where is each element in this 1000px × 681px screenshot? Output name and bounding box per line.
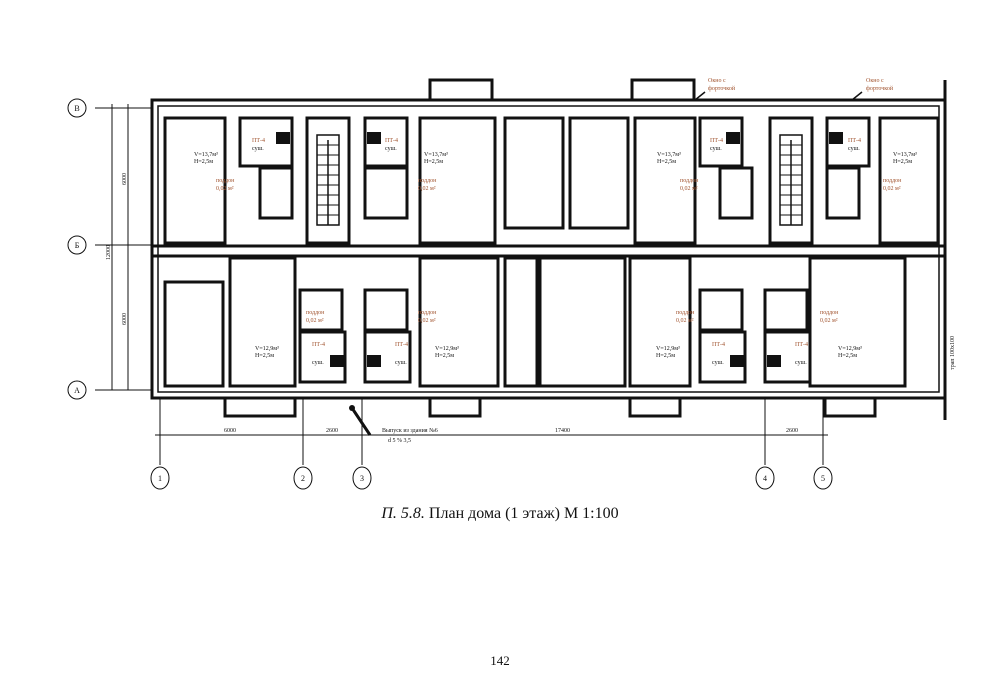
svg-text:6000: 6000 xyxy=(224,428,236,434)
figure-caption: П. 5.8. План дома (1 этаж) М 1:100 xyxy=(0,505,1000,523)
window-note: Окно с xyxy=(866,78,884,84)
height-label: H=2,5м xyxy=(255,353,274,359)
axis-col-marker: 3 xyxy=(360,474,364,483)
tray-area-label: 0,02 м² xyxy=(216,186,234,192)
tray-area-label: 0,02 м² xyxy=(418,318,436,324)
axis-row-marker: А xyxy=(74,386,80,395)
rooms xyxy=(163,116,940,388)
heater-sub-label: суш. xyxy=(312,360,324,366)
stairs xyxy=(316,134,803,226)
heater-label: ПТ-4 xyxy=(795,342,808,348)
tray-label: поддон xyxy=(418,178,437,184)
heater-label: ПТ-4 xyxy=(312,342,325,348)
outer-walls xyxy=(150,78,947,420)
axis-col-marker: 4 xyxy=(763,474,767,483)
axis-markers: В Б А 1 2 3 4 5 xyxy=(67,98,833,490)
tray-label: поддон xyxy=(676,310,695,316)
height-label: H=2,5м xyxy=(656,353,675,359)
height-label: H=2,5м xyxy=(657,159,676,165)
heater-label: ПТ-4 xyxy=(848,138,861,144)
outlet-note: Выпуск из здания №6 xyxy=(382,428,438,434)
heater-sub-label: суш. xyxy=(252,146,264,152)
window-note: форточкой xyxy=(866,85,894,92)
heater-label: ПТ-4 xyxy=(712,342,725,348)
tray-label: поддон xyxy=(883,178,902,184)
tray-area-label: 0,02 м² xyxy=(820,318,838,324)
tray-label: поддон xyxy=(820,310,839,316)
heater-label: ПТ-4 xyxy=(385,138,398,144)
right-note: трап 100х100 xyxy=(950,336,956,370)
svg-text:2600: 2600 xyxy=(786,428,798,434)
axis-col-marker: 2 xyxy=(301,474,305,483)
axis-col-marker: 1 xyxy=(158,474,162,483)
height-label: H=2,5м xyxy=(424,159,443,165)
volume-label: V=13,7м³ xyxy=(657,152,681,158)
tray-label: поддон xyxy=(306,310,325,316)
outlet-icon xyxy=(349,405,355,411)
axis-col-marker: 5 xyxy=(821,474,825,483)
heater-sub-label: суш. xyxy=(795,360,807,366)
axis-row-marker: В xyxy=(74,104,79,113)
tray-area-label: 0,02 м² xyxy=(306,318,324,324)
window-note: Окно с xyxy=(708,78,726,84)
volume-label: V=13,7м³ xyxy=(194,152,218,158)
tray-area-label: 0,02 м² xyxy=(680,186,698,192)
heater-label: ПТ-4 xyxy=(395,342,408,348)
volume-label: V=12,9м³ xyxy=(656,346,680,352)
svg-text:6000: 6000 xyxy=(122,173,128,185)
heater-sub-label: суш. xyxy=(712,360,724,366)
outlet-note: d 5 % 3,5 xyxy=(388,438,411,444)
room-annotations: V=13,7м³ H=2,5м ПТ-4 суш. поддон 0,02 м²… xyxy=(194,78,956,444)
height-label: H=2,5м xyxy=(893,159,912,165)
volume-label: V=13,7м³ xyxy=(424,152,448,158)
heater-sub-label: суш. xyxy=(385,146,397,152)
heater-sub-label: суш. xyxy=(848,146,860,152)
heater-label: ПТ-4 xyxy=(252,138,265,144)
volume-label: V=12,9м³ xyxy=(838,346,862,352)
tray-label: поддон xyxy=(680,178,699,184)
volume-label: V=12,9м³ xyxy=(435,346,459,352)
height-label: H=2,5м xyxy=(838,353,857,359)
tray-area-label: 0,02 м² xyxy=(676,318,694,324)
caption-number: П. 5.8. xyxy=(381,505,425,522)
tray-area-label: 0,02 м² xyxy=(418,186,436,192)
volume-label: V=12,9м³ xyxy=(255,346,279,352)
svg-text:2600: 2600 xyxy=(326,428,338,434)
svg-text:12000: 12000 xyxy=(106,245,112,260)
axis-row-marker: Б xyxy=(75,241,80,250)
svg-text:6000: 6000 xyxy=(122,313,128,325)
heater-sub-label: суш. xyxy=(710,146,722,152)
dimension-lines: 6000 2600 17400 2600 6000 12000 6000 xyxy=(95,104,828,465)
window-note: форточкой xyxy=(708,85,736,92)
heater-label: ПТ-4 xyxy=(710,138,723,144)
tray-label: поддон xyxy=(216,178,235,184)
page-number: 142 xyxy=(490,653,510,668)
tray-label: поддон xyxy=(418,310,437,316)
tray-area-label: 0,02 м² xyxy=(883,186,901,192)
heater-sub-label: суш. xyxy=(395,360,407,366)
svg-text:17400: 17400 xyxy=(555,428,570,434)
caption-text: План дома (1 этаж) М 1:100 xyxy=(428,505,619,522)
height-label: H=2,5м xyxy=(194,159,213,165)
volume-label: V=13,7м³ xyxy=(893,152,917,158)
height-label: H=2,5м xyxy=(435,353,454,359)
